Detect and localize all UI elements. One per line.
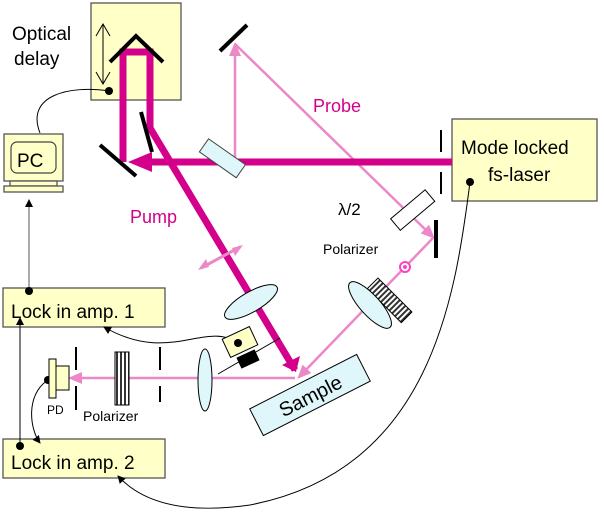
mirrors <box>98 23 438 258</box>
laser-label-2: fs-laser <box>488 165 551 186</box>
reference-detector <box>217 325 281 375</box>
optical-delay-label-2: delay <box>14 49 60 70</box>
fs-laser <box>451 118 598 202</box>
pc-computer-icon <box>3 133 64 193</box>
retroreflector <box>108 33 165 64</box>
polarizer-label-bottom: Polarizer <box>83 408 139 424</box>
lock-in-amp-1-label: Lock in amp. 1 <box>11 302 135 323</box>
lock-in-amp-2-label: Lock in amp. 2 <box>11 453 135 474</box>
signal-cables <box>16 88 471 509</box>
laser-label: Mode locked <box>461 138 569 159</box>
probe-label: Probe <box>313 96 361 116</box>
polarizer-bottom <box>114 351 130 406</box>
half-wave-plate <box>389 189 436 231</box>
probe-lens <box>348 281 392 329</box>
collection-lens <box>197 348 213 412</box>
pd-label: PD <box>47 403 64 417</box>
photodiode <box>48 358 70 399</box>
pump-label: Pump <box>130 207 177 227</box>
optical-delay-label: Optical <box>12 24 71 45</box>
pump-lens <box>224 284 278 320</box>
lock-in-amp-2 <box>2 438 166 479</box>
half-wave-plate-label: λ/2 <box>338 200 361 219</box>
polarizer-label-top: Polarizer <box>323 241 379 257</box>
polarizer-top <box>366 277 413 324</box>
beam-splitter <box>198 138 247 179</box>
pc-label: PC <box>17 151 43 172</box>
